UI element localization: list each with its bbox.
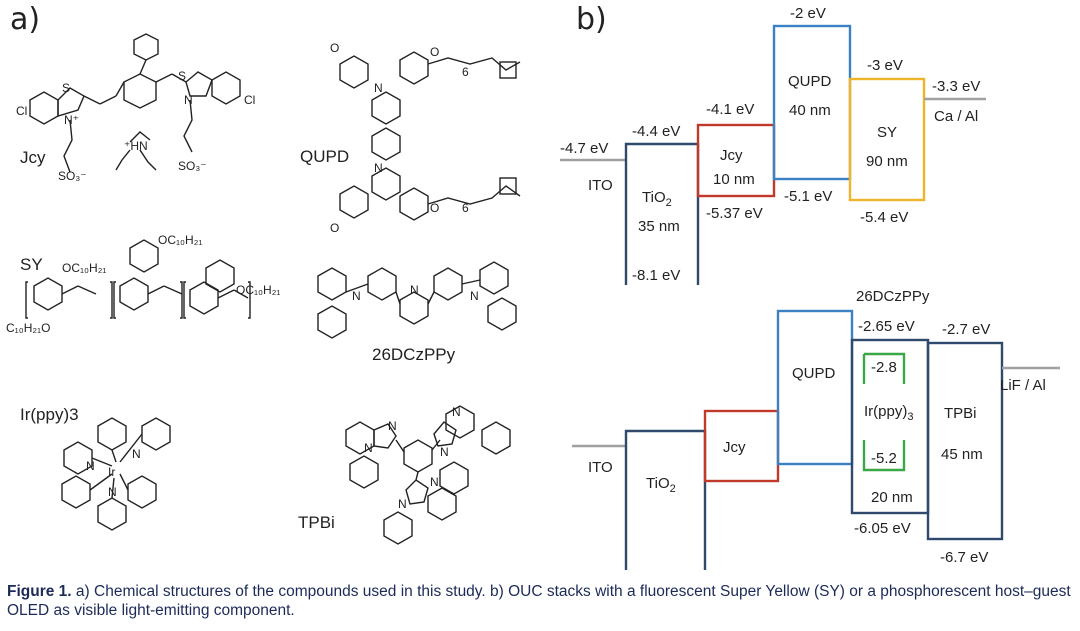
panel-b-label: b) bbox=[576, 2, 607, 37]
label-qupd: QUPD bbox=[300, 147, 349, 166]
bottom-tpbi-thickness: 45 nm bbox=[941, 446, 983, 463]
jcy-n-right: N bbox=[184, 93, 193, 107]
qupd-o-3: O bbox=[330, 221, 339, 235]
panel-a-label: a) bbox=[10, 2, 41, 37]
top-qupd-lumo: -2 eV bbox=[790, 5, 826, 22]
bottom-guest-homo: -5.2 bbox=[871, 450, 897, 467]
top-cathode-wf: -3.3 eV bbox=[932, 78, 980, 95]
tpbi-n-4: N bbox=[440, 445, 449, 459]
qupd-o-1: O bbox=[330, 41, 339, 55]
top-sy-homo: -5.4 eV bbox=[860, 209, 908, 226]
top-stack bbox=[560, 24, 986, 285]
figure-caption: Figure 1. a) Chemical structures of the … bbox=[7, 582, 1073, 620]
qupd-n6-bottom: 6 bbox=[462, 201, 469, 215]
bottom-tio2-label: TiO2 bbox=[646, 475, 676, 495]
caption-label: Figure 1. bbox=[7, 583, 72, 600]
bottom-host-lumo: -2.65 eV bbox=[858, 318, 915, 335]
energy-level-diagram: -4.7 eV ITO -4.4 eV TiO2 35 nm -8.1 eV -… bbox=[560, 5, 1060, 570]
sy-oc10h21-1: OC₁₀H₂₁ bbox=[62, 261, 106, 275]
bottom-guest-lumo-bracket bbox=[862, 352, 906, 384]
jcy-so3-left: SO₃⁻ bbox=[58, 169, 87, 183]
caption-text: a) Chemical structures of the compounds … bbox=[7, 583, 1071, 619]
jcy-structure bbox=[29, 33, 241, 173]
chemical-structures-panel: Cl S N⁺ S N Cl SO₃⁻ SO₃⁻ ⁺HN Jcy N N bbox=[6, 33, 521, 545]
bottom-guest-lumo: -2.8 bbox=[871, 359, 897, 376]
irppy3-structure bbox=[61, 417, 171, 531]
26dczppy-n-left: N bbox=[352, 289, 361, 303]
bottom-tpbi-box bbox=[926, 341, 1004, 541]
qupd-n-bottom: N bbox=[374, 161, 383, 175]
top-sy-box bbox=[848, 77, 926, 202]
top-tio2-box bbox=[624, 142, 700, 285]
irppy3-ir: Ir bbox=[108, 465, 115, 479]
tpbi-n-3: N bbox=[452, 405, 461, 419]
bottom-tpbi-label: TPBi bbox=[944, 405, 977, 422]
bottom-jcy-label: Jcy bbox=[723, 439, 746, 456]
bottom-host-name: 26DCzPPy bbox=[856, 288, 930, 305]
irppy3-n-2: N bbox=[132, 447, 141, 461]
bottom-tio2-box bbox=[624, 429, 707, 570]
qupd-n-top: N bbox=[374, 81, 383, 95]
irppy3-n-1: N bbox=[86, 459, 95, 473]
jcy-n-left: N⁺ bbox=[64, 113, 79, 127]
bottom-guest-label: Ir(ppy)3 bbox=[864, 403, 913, 423]
top-tio2-homo: -8.1 eV bbox=[632, 267, 680, 284]
26dczppy-n-right: N bbox=[470, 289, 479, 303]
bottom-host-homo: -6.05 eV bbox=[854, 520, 911, 537]
sy-oc10h21-2: C₁₀H₂₁O bbox=[6, 321, 50, 335]
top-cathode-label: Ca / Al bbox=[934, 108, 978, 125]
jcy-cl-right: Cl bbox=[244, 93, 255, 107]
bottom-qupd-box bbox=[776, 309, 854, 466]
qupd-o-4: O bbox=[430, 201, 439, 215]
bottom-tpbi-lumo: -2.7 eV bbox=[942, 321, 990, 338]
sy-structure bbox=[25, 239, 251, 319]
tpbi-structure bbox=[345, 405, 511, 545]
qupd-structure bbox=[339, 51, 521, 221]
top-tio2-label: TiO2 bbox=[642, 189, 672, 209]
top-tio2-lumo: -4.4 eV bbox=[632, 123, 680, 140]
jcy-cl-left: Cl bbox=[16, 104, 27, 118]
bottom-stack bbox=[572, 309, 1060, 570]
26dczppy-n-center: N bbox=[410, 283, 419, 297]
label-tpbi: TPBi bbox=[298, 513, 335, 532]
top-sy-label: SY bbox=[877, 124, 897, 141]
tpbi-n-2: N bbox=[364, 441, 373, 455]
top-qupd-thickness: 40 nm bbox=[789, 102, 831, 119]
sy-oc10h21-3: OC₁₀H₂₁ bbox=[158, 233, 202, 247]
bottom-ito-label: ITO bbox=[588, 459, 613, 476]
top-jcy-thickness: 10 nm bbox=[713, 171, 755, 188]
label-irppy3: Ir(ppy)3 bbox=[20, 405, 79, 424]
jcy-hn: ⁺HN bbox=[124, 139, 148, 153]
tpbi-n-1: N bbox=[388, 419, 397, 433]
top-sy-lumo: -3 eV bbox=[867, 57, 903, 74]
bottom-host-thickness: 20 nm bbox=[871, 489, 913, 506]
jcy-s-left: S bbox=[62, 81, 70, 95]
top-jcy-lumo: -4.1 eV bbox=[706, 101, 754, 118]
sy-oc10h21-4: OC₁₀H₂₁ bbox=[236, 283, 280, 297]
bottom-qupd-label: QUPD bbox=[792, 365, 836, 382]
bottom-tpbi-homo: -6.7 eV bbox=[940, 549, 988, 566]
top-qupd-label: QUPD bbox=[788, 73, 832, 90]
top-qupd-homo: -5.1 eV bbox=[784, 188, 832, 205]
figure: a) b) Cl S N⁺ S N bbox=[6, 2, 1060, 570]
top-ito-label: ITO bbox=[588, 177, 613, 194]
qupd-n6-top: 6 bbox=[462, 65, 469, 79]
jcy-so3-right: SO₃⁻ bbox=[178, 159, 207, 173]
label-sy: SY bbox=[20, 255, 43, 274]
tpbi-n-5: N bbox=[398, 497, 407, 511]
top-ito-wf: -4.7 eV bbox=[560, 140, 608, 157]
top-jcy-homo: -5.37 eV bbox=[706, 205, 763, 222]
top-tio2-thickness: 35 nm bbox=[638, 218, 680, 235]
label-jcy: Jcy bbox=[20, 148, 46, 167]
26dczppy-structure bbox=[317, 261, 517, 339]
qupd-o-2: O bbox=[430, 45, 439, 59]
irppy3-n-3: N bbox=[108, 485, 117, 499]
top-sy-thickness: 90 nm bbox=[866, 153, 908, 170]
top-jcy-label: Jcy bbox=[720, 147, 743, 164]
label-26dczppy: 26DCzPPy bbox=[372, 345, 456, 364]
tpbi-n-6: N bbox=[430, 475, 439, 489]
jcy-s-right: S bbox=[178, 69, 186, 83]
bottom-guest-homo-bracket bbox=[862, 440, 906, 472]
bottom-cathode-label: LiF / Al bbox=[1000, 377, 1046, 394]
